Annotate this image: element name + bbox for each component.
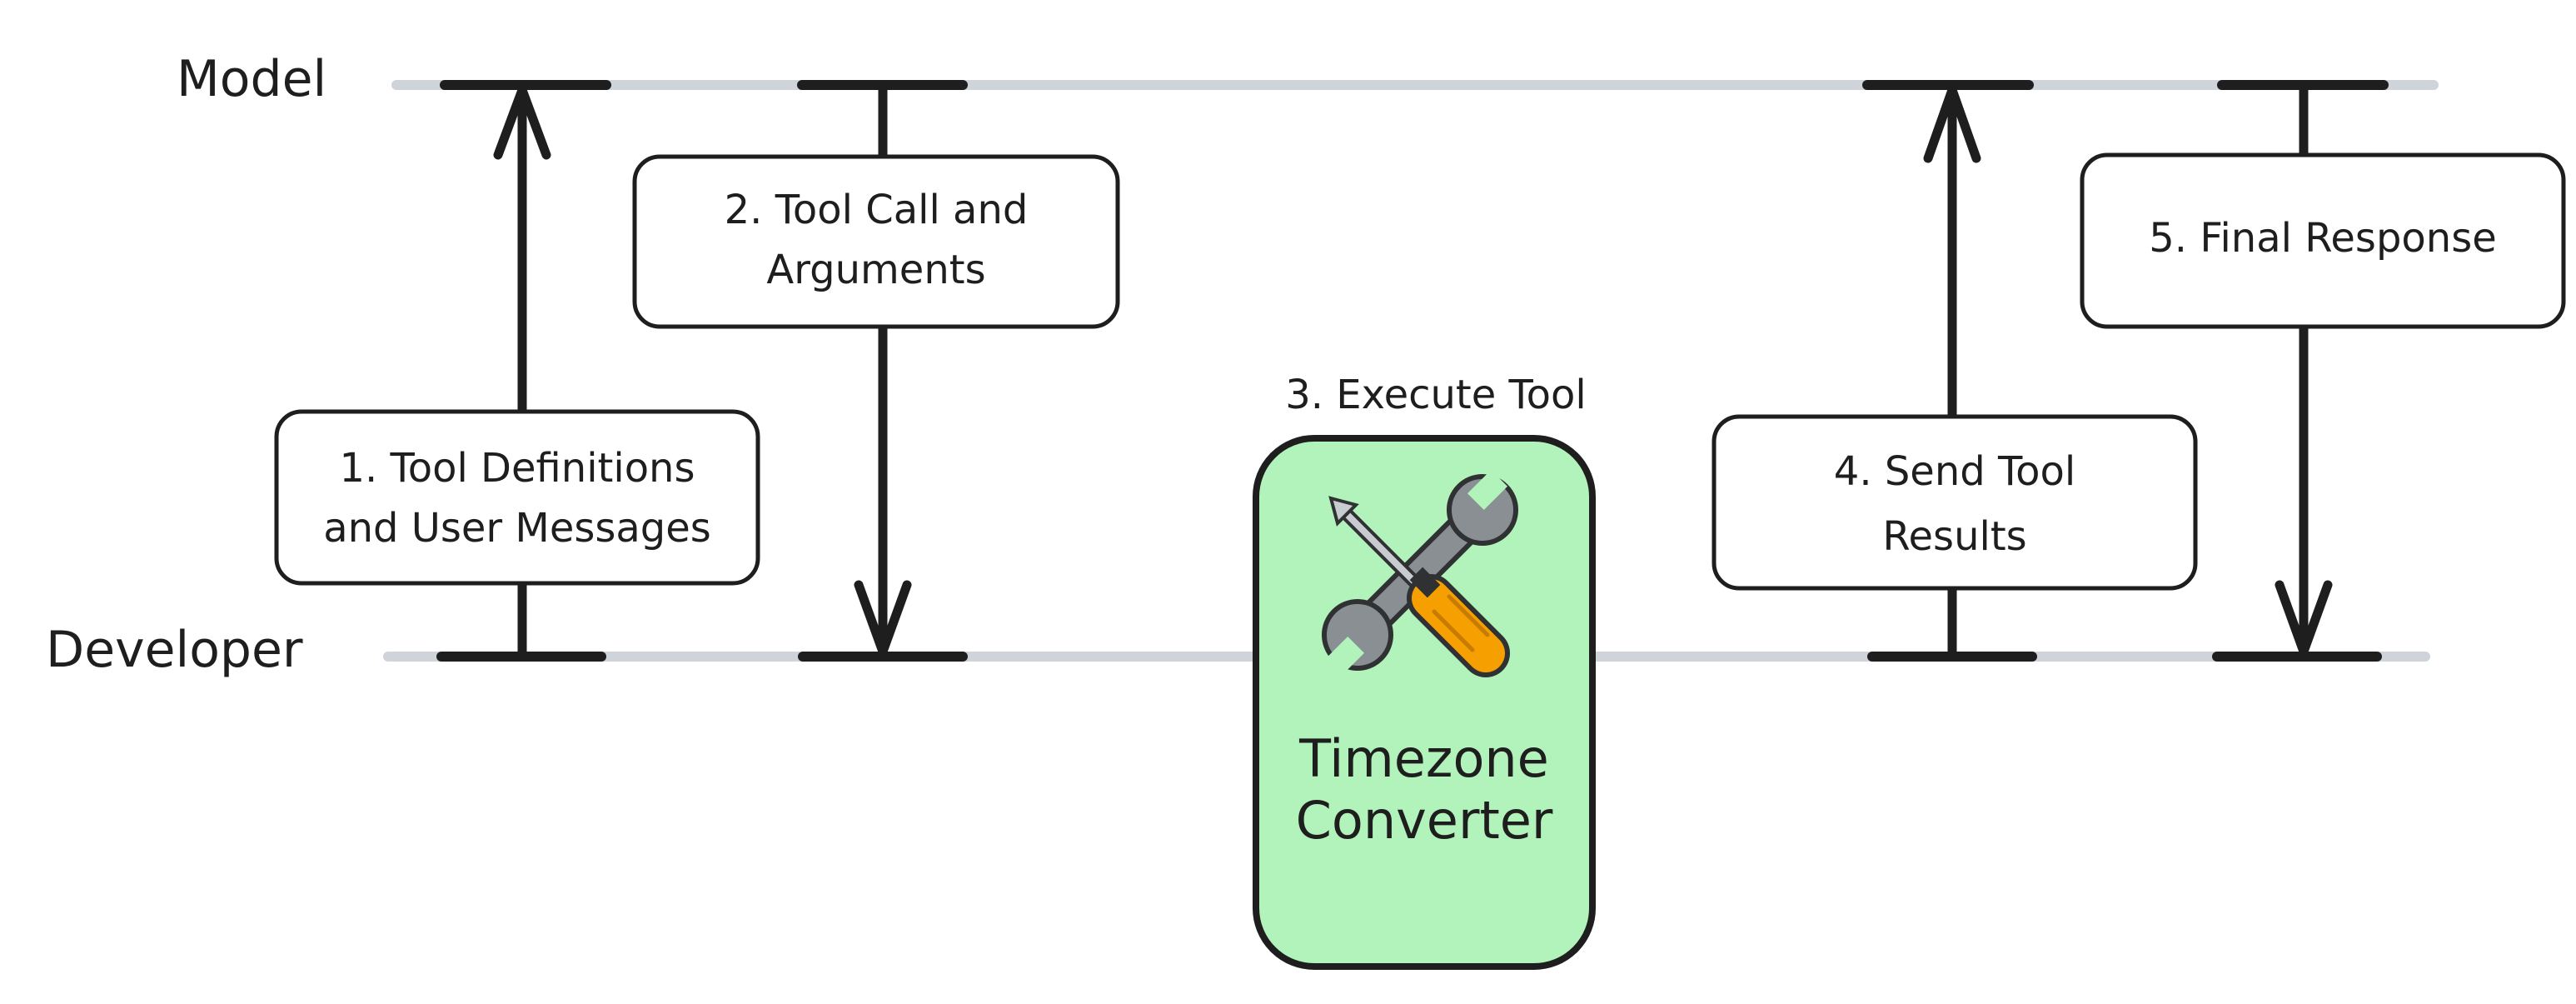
tool-box (1253, 435, 1596, 970)
timezone-converter-tool: Timezone Converter (1253, 435, 1596, 970)
step4-box: 4. Send Tool Results (1712, 414, 2198, 591)
step5-label: 5. Final Response (2149, 215, 2496, 262)
step2-label-line1: 2. Tool Call and (725, 187, 1029, 233)
step2-label-line2: Arguments (766, 247, 985, 293)
tool-name-line2: Converter (1296, 790, 1553, 851)
step5-box: 5. Final Response (2080, 152, 2566, 329)
step2-box: 2. Tool Call and Arguments (632, 154, 1120, 329)
step1-label-line1: 1. Tool Definitions (340, 445, 695, 492)
model-lane-label: Model (177, 50, 326, 108)
step1-label-line2: and User Messages (323, 505, 711, 552)
step4-label-line1: 4. Send Tool (1834, 448, 2075, 495)
tool-name-line1: Timezone (1298, 728, 1549, 789)
step4-label-line2: Results (1882, 513, 2026, 560)
step3-label: 3. Execute Tool (1285, 372, 1587, 418)
hammer-and-wrench-icon (1322, 469, 1518, 677)
screwdriver-icon (1328, 496, 1510, 677)
developer-lane-label: Developer (46, 621, 303, 679)
step1-box: 1. Tool Definitions and User Messages (274, 409, 760, 586)
